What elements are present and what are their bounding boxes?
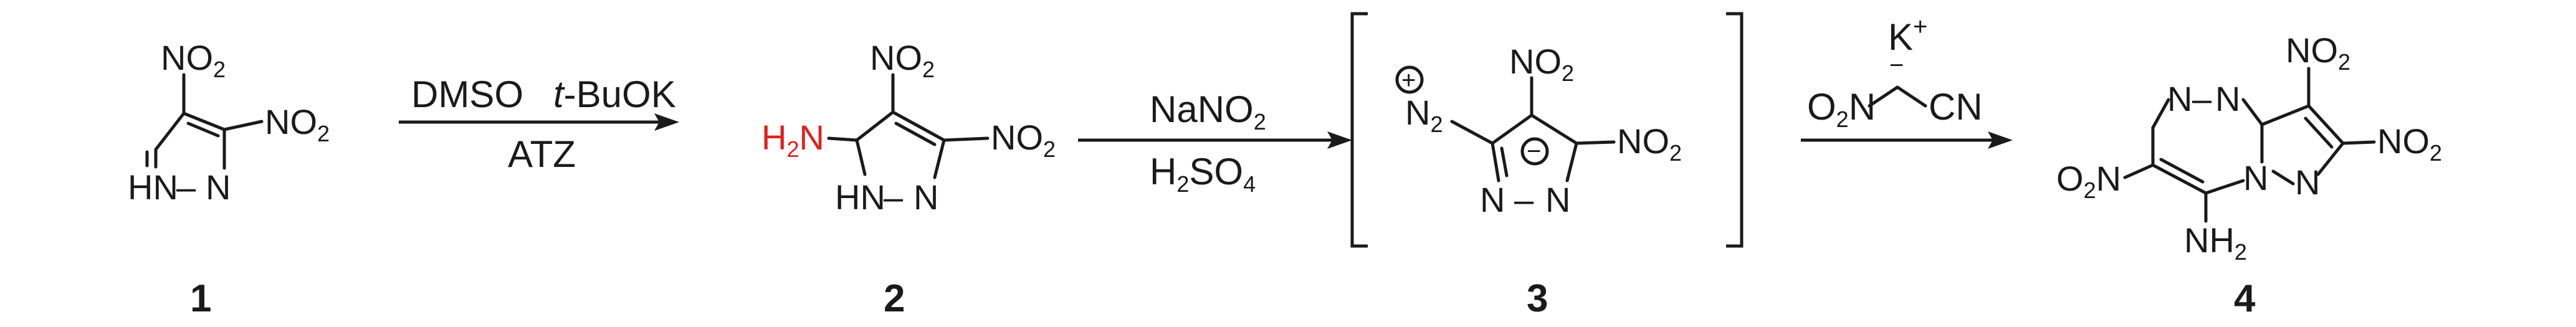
arrow-2-head <box>1327 131 1352 149</box>
c4-o2n-left: O2N <box>2056 159 2121 203</box>
c4-n-right: N <box>2215 79 2240 118</box>
arrow-3-reagent-cn: CN <box>1929 86 1983 128</box>
c3-plus-charge: + <box>1401 67 1416 94</box>
arrow-1-reagent-tbuok: t-BuOK <box>553 73 676 115</box>
c2-no2-right: NO2 <box>991 118 1056 162</box>
c3-n-right: N <box>1545 180 1570 219</box>
compound-4-label: 4 <box>2234 277 2256 320</box>
c3-n-left: N <box>1480 180 1505 219</box>
c4-n-ring: N <box>2295 163 2320 202</box>
c2-h2n: H2N <box>761 118 824 162</box>
c2-bond-c5-n1 <box>855 138 867 176</box>
c1-no2-right: NO2 <box>265 102 330 146</box>
c3-bond-c5-n <box>1491 141 1500 182</box>
c3-plus-charge-circle <box>1395 65 1424 94</box>
c4-bond-c3-n <box>2151 98 2170 130</box>
c1-n-n-dash: – <box>176 168 196 207</box>
arrow-3-reagent-k: K+ <box>1888 13 1927 58</box>
compound-3-structure: + − N2 NO2 NO2 N – N <box>1350 12 1744 248</box>
c4-bond-c4-c3 <box>2151 163 2208 195</box>
c4-bond-c6-no2 <box>2341 140 2376 145</box>
c2-bond-c5-c4 <box>855 110 895 142</box>
c3-n-n-dash: – <box>1514 180 1534 219</box>
c4-bond-c4-c3-inner <box>2159 158 2205 184</box>
c2-bond-c3-n2 <box>933 138 946 179</box>
arrow-3-reagent-bond-right <box>1896 85 1927 108</box>
c2-n: N <box>914 178 938 217</box>
arrow-3-head <box>1988 131 2013 149</box>
c3-bond-c5-c4 <box>1491 113 1534 145</box>
c2-bond-c5-nh2 <box>827 136 859 142</box>
c1-hn: HN <box>128 168 178 207</box>
c4-n-n-dash: – <box>2192 79 2212 118</box>
c1-bond-c3-no2 <box>222 120 264 131</box>
compound-1-structure: NO2 NO2 HN – N <box>128 38 330 207</box>
c1-n: N <box>206 168 231 207</box>
c1-bond-c4-c3 <box>182 111 226 131</box>
c2-n-n-dash: – <box>884 178 904 217</box>
c3-no2-right: NO2 <box>1617 121 1682 166</box>
c4-bond-c7-c6-inner <box>2304 116 2334 149</box>
arrow-2-reagent-h2so4: H2SO4 <box>1150 151 1256 197</box>
c2-bond-c4-c3-inner <box>894 121 937 146</box>
c4-bond-n-n <box>2271 169 2295 186</box>
c4-bond-n4-c4 <box>2204 179 2245 195</box>
compound-4-structure: N – N N N NO2 NO2 O2N NH2 <box>2056 31 2442 265</box>
reaction-arrow-2: NaNO2 H2SO4 <box>1078 88 1352 197</box>
c4-nh2: NH2 <box>2184 220 2247 265</box>
c4-no2-right: NO2 <box>2377 121 2442 166</box>
compound-1-label: 1 <box>190 277 211 320</box>
arrow-2-reagent-nano2: NaNO2 <box>1150 88 1266 135</box>
compound-2-structure: NO2 NO2 H2N HN – N <box>761 38 1056 217</box>
c3-bond-c5-n-inner <box>1500 146 1509 178</box>
c2-bond-c4-c3 <box>891 110 946 142</box>
arrow-3-reagent-bond-left <box>1868 85 1899 108</box>
c2-bond-c3-no2 <box>942 136 990 142</box>
c4-n-bridge: N <box>2243 158 2268 197</box>
c3-n2: N2 <box>1405 93 1443 137</box>
compound-2-label: 2 <box>884 277 905 320</box>
reaction-arrow-3: K+ − O2N CN <box>1801 13 2013 149</box>
c4-bond-c3-no2 <box>2123 163 2155 179</box>
c4-bond-c6-n <box>2316 141 2345 176</box>
arrow-1-reagent-dmso: DMSO <box>411 73 523 115</box>
c3-bond-c4-c3 <box>1530 113 1578 145</box>
c4-n-left: N <box>2167 79 2192 118</box>
reaction-arrow-1: DMSO t-BuOK ATZ <box>399 73 679 175</box>
c3-bond-c3-n <box>1565 141 1578 182</box>
c4-bond-nn-c <box>2241 98 2264 126</box>
c3-bond-c5-n2 <box>1450 120 1494 145</box>
c2-hn: HN <box>835 178 885 217</box>
compound-3-label: 3 <box>1527 277 1548 320</box>
c1-bond-c4-c3-inner <box>186 121 220 138</box>
c4-bond-c7a-c7 <box>2260 104 2311 126</box>
c3-bond-c3-no2 <box>1575 140 1616 145</box>
c4-no2-top: NO2 <box>2286 31 2350 75</box>
c2-no2-top: NO2 <box>870 38 935 82</box>
c3-bracket-right <box>1726 12 1744 248</box>
c3-no2-top: NO2 <box>1509 42 1574 86</box>
arrow-3-reagent-o2n: O2N <box>1807 86 1876 132</box>
c3-minus-charge-circle <box>1520 137 1549 166</box>
arrow-1-head <box>654 113 679 131</box>
c3-bracket-left <box>1350 12 1368 248</box>
c1-bond-c5-c4 <box>154 111 186 151</box>
arrow-1-reagent-atz: ATZ <box>508 133 576 175</box>
c3-minus-charge: − <box>1527 138 1541 165</box>
arrow-3-reagent-minus: − <box>1889 52 1904 79</box>
c1-no2-top: NO2 <box>161 38 226 82</box>
c4-bond-c7-c6 <box>2307 104 2345 145</box>
